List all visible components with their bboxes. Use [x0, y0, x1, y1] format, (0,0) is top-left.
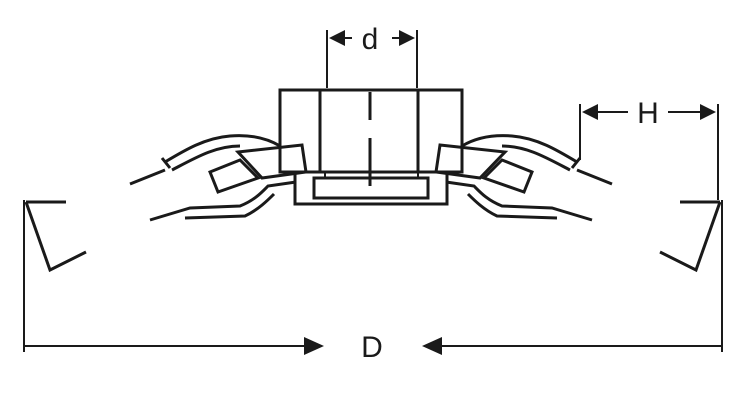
right-wire-tip — [659, 200, 722, 273]
central-hub — [278, 88, 464, 206]
right-clamp-section — [434, 143, 534, 194]
dimension-h-label: H — [637, 97, 659, 130]
dimension-big-d: D — [23, 200, 723, 364]
dimension-h: H — [579, 97, 719, 200]
right-wire-holder — [445, 134, 613, 222]
left-wire-tip — [24, 200, 87, 273]
dimension-d-label: d — [362, 23, 379, 56]
left-wire-holder — [129, 134, 297, 222]
dimension-d: d — [326, 23, 418, 88]
dimension-big-d-label: D — [361, 331, 383, 364]
left-clamp-section — [208, 143, 308, 194]
